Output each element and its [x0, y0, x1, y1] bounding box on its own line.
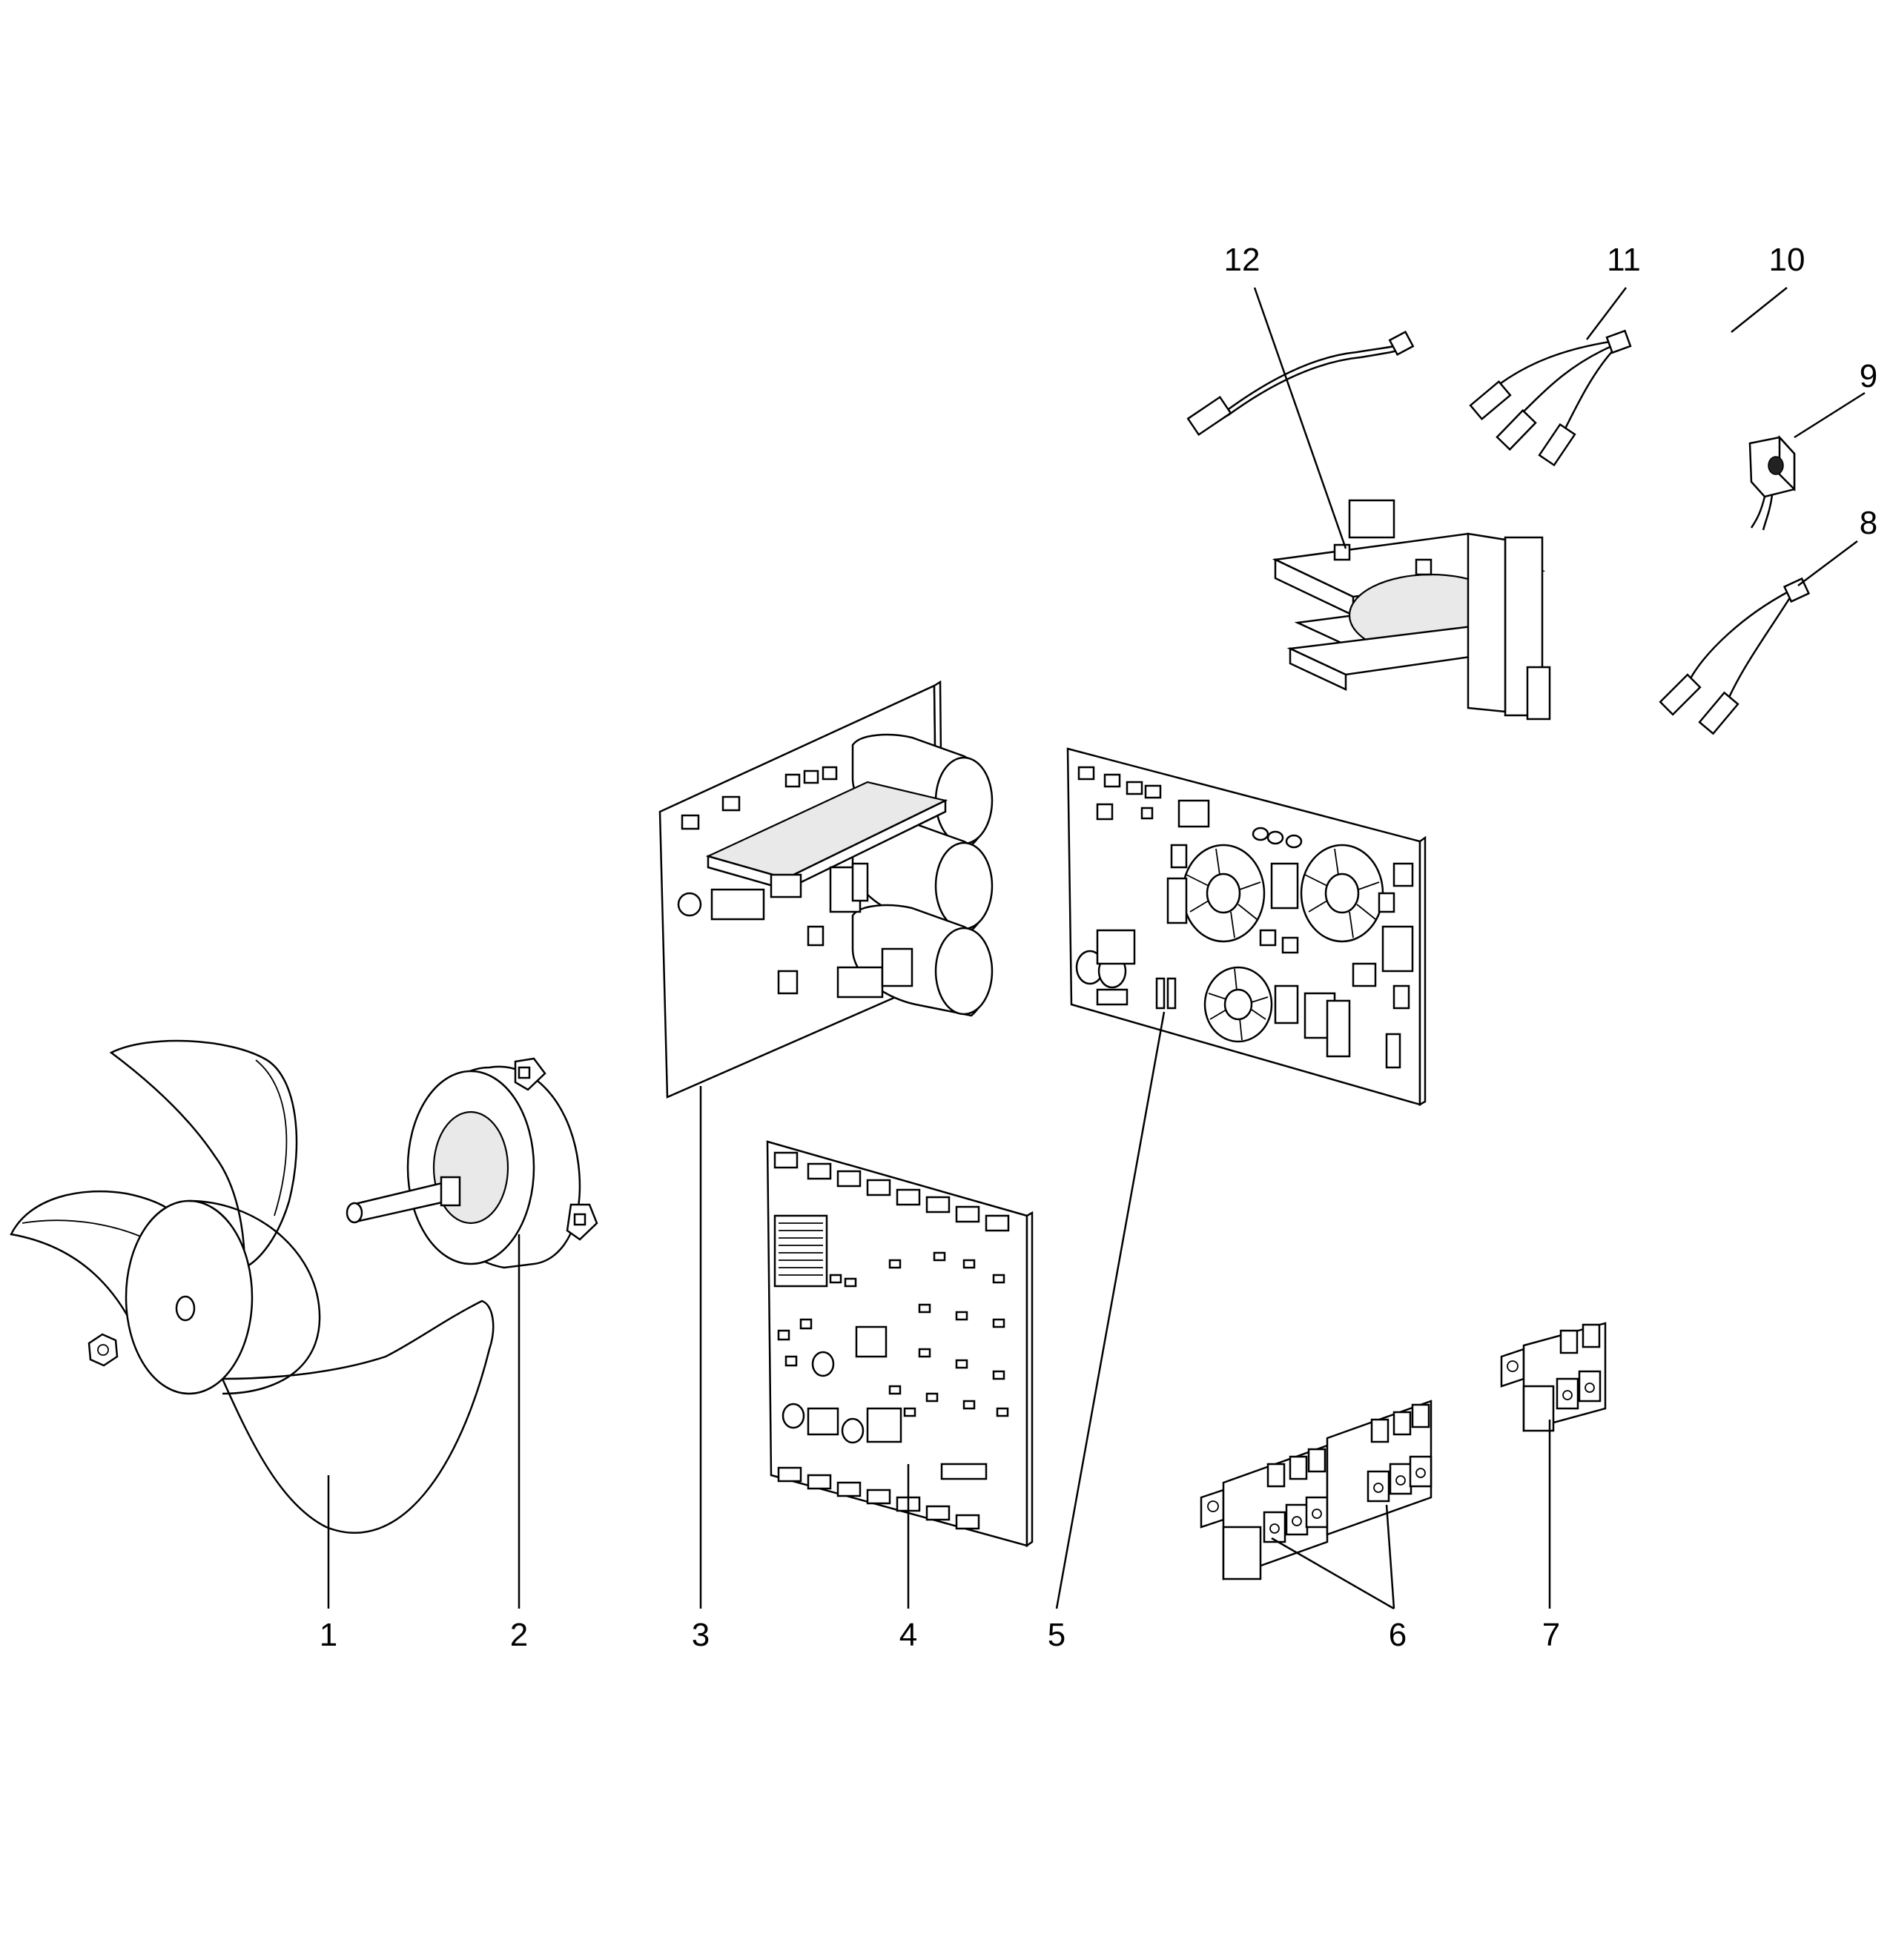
triple-sensor-part: [1469, 329, 1632, 467]
reactor-part: [1272, 499, 1551, 721]
fan-motor-part: [346, 1057, 598, 1269]
twin-sensor-part: [1659, 577, 1811, 735]
callout-9: 9: [1860, 358, 1877, 394]
callout-7: 7: [1542, 1617, 1560, 1653]
callout-1: 1: [320, 1617, 337, 1653]
callout-11: 11: [1607, 242, 1641, 278]
callout-10: 10: [1769, 242, 1805, 278]
callout-6: 6: [1389, 1617, 1407, 1653]
leader-lines: [327, 287, 1866, 1610]
callout-3: 3: [692, 1617, 710, 1653]
callout-2: 2: [510, 1617, 528, 1653]
capacitor-board-part: [658, 680, 994, 1099]
terminal-blocks-part: [1200, 1400, 1433, 1580]
callout-labels: 1 2 3 4 5 6 7 8 9 10 11 12: [320, 242, 1877, 1653]
fan-blade-part: [10, 1039, 495, 1534]
control-board-part: [766, 1140, 1034, 1548]
coil-connector-part: [1748, 434, 1796, 531]
single-sensor-part: [1186, 330, 1415, 437]
terminal-block-part: [1500, 1322, 1607, 1432]
filter-board-part: [1066, 747, 1427, 1107]
callout-5: 5: [1048, 1617, 1065, 1653]
callout-4: 4: [899, 1617, 917, 1653]
callout-8: 8: [1860, 505, 1877, 541]
callout-12: 12: [1224, 242, 1260, 278]
